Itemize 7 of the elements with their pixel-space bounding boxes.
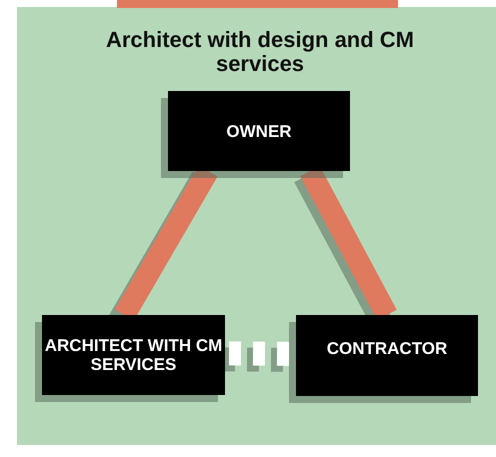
box-label: ARCHITECT WITH CM SERVICES bbox=[44, 336, 224, 374]
role-box bbox=[168, 91, 350, 171]
role-box bbox=[42, 315, 225, 395]
box-label: CONTRACTOR bbox=[326, 339, 448, 358]
box-label: OWNER bbox=[226, 122, 292, 140]
role-box bbox=[296, 315, 478, 396]
diagram-title: Architect with design and CM services bbox=[104, 28, 416, 76]
